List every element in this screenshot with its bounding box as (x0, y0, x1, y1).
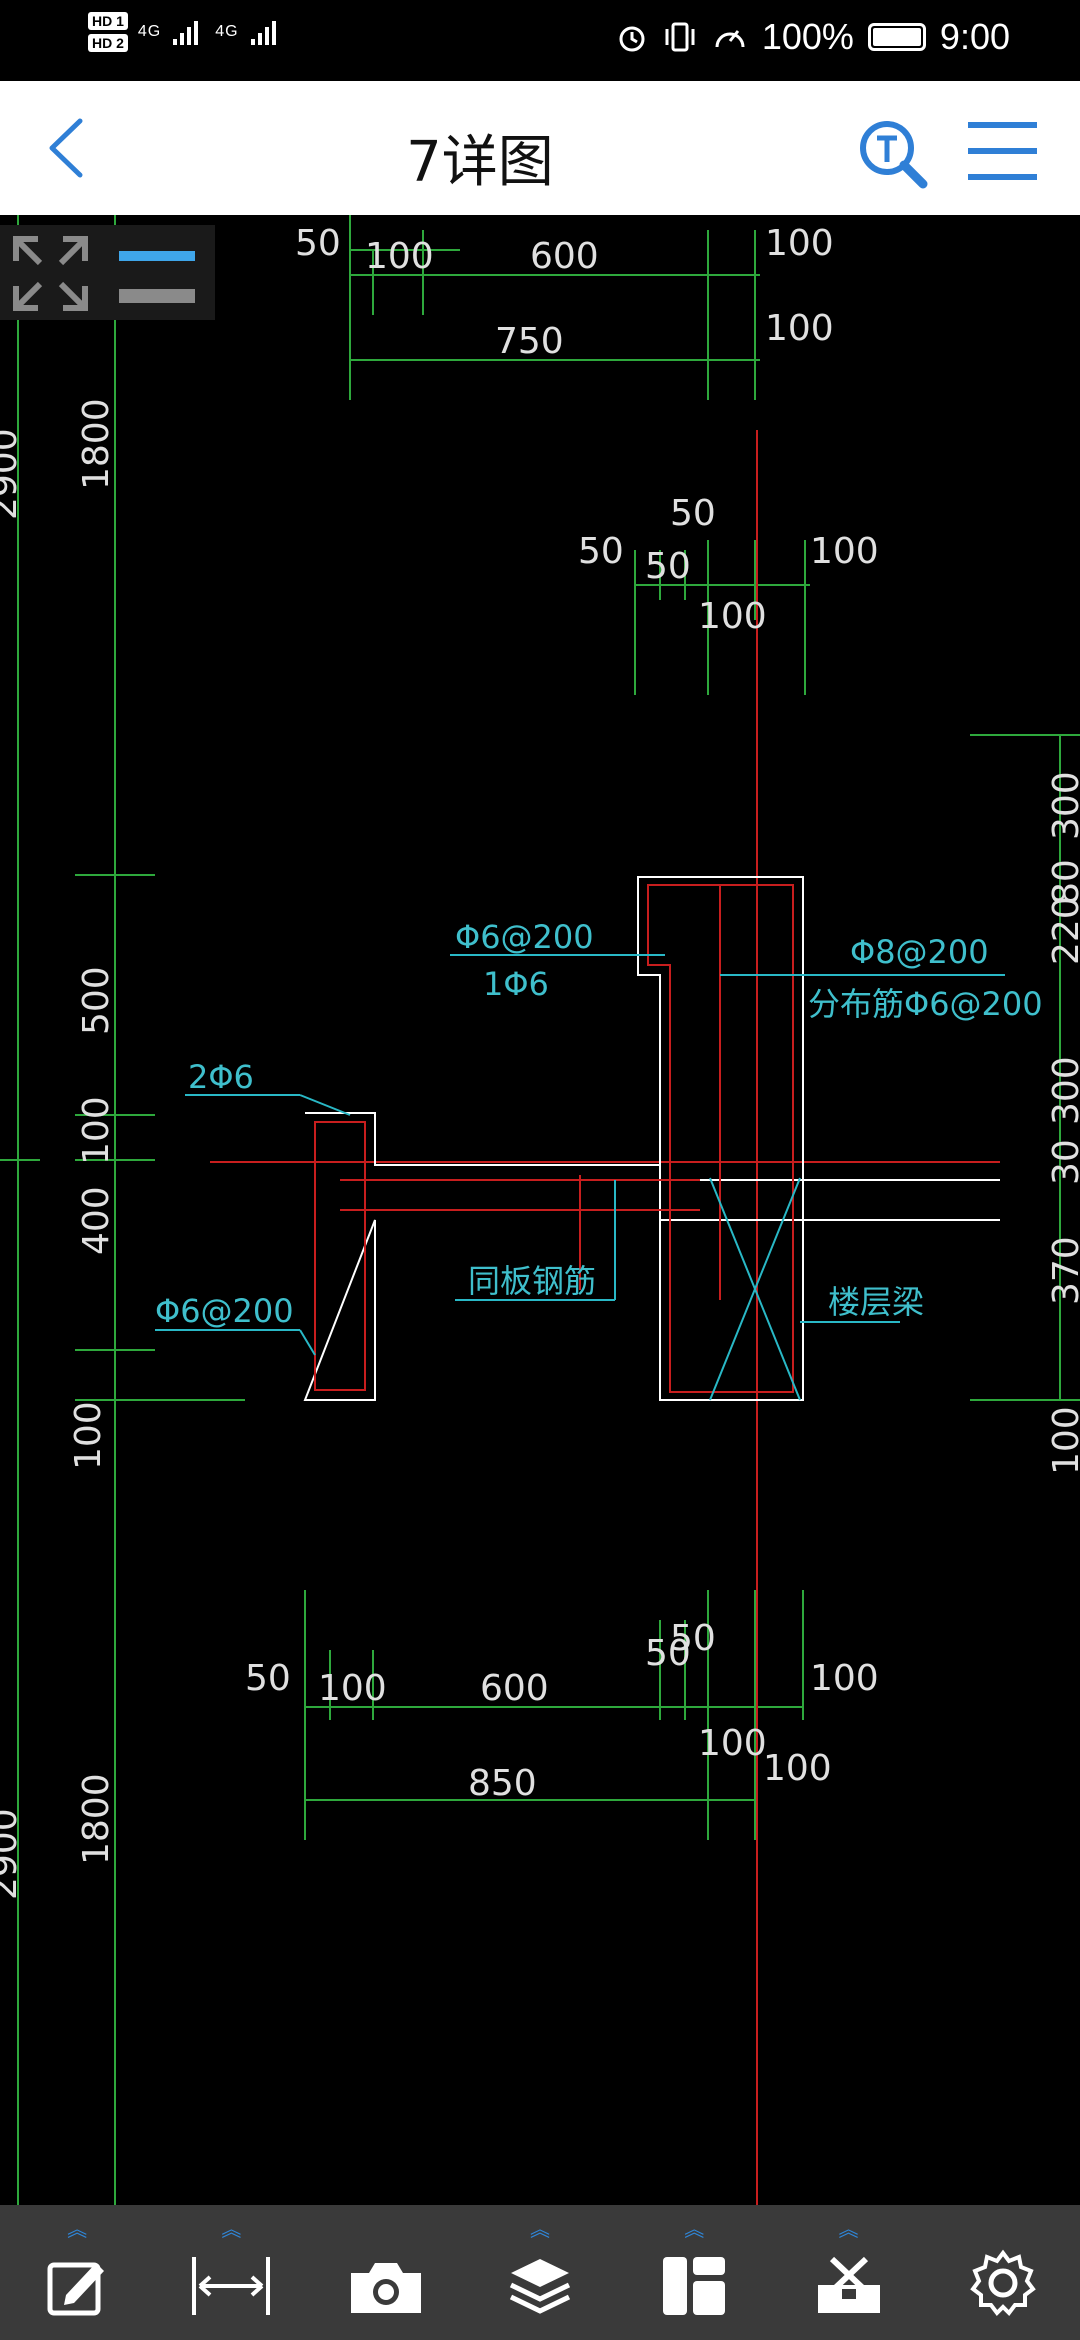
alarm-icon (619, 26, 645, 52)
signal1-label: 4G (137, 23, 162, 40)
signal-icon-2 (250, 21, 276, 45)
dim-right-300b: 300 (1046, 1056, 1080, 1125)
dim-mid-50c: 50 (645, 546, 691, 587)
camera-tool[interactable] (326, 2213, 446, 2333)
label-2phi6: 2Φ6 (188, 1058, 254, 1096)
hd2-badge: HD 2 (88, 34, 128, 52)
dim-left-2900a: 2900 (0, 428, 25, 520)
dim-top-50: 50 (295, 223, 341, 264)
label-phi6-200-top: Φ6@200 (455, 918, 594, 956)
dim-left-500: 500 (76, 966, 117, 1035)
leader-lines (155, 954, 1005, 1401)
label-floor-beam: 楼层梁 (828, 1283, 924, 1321)
signal2-label: 4G (215, 23, 239, 40)
dim-right-30: 30 (1046, 1139, 1080, 1185)
label-phi8-200: Φ8@200 (850, 933, 989, 971)
dim-bot-50b: 50 (645, 1633, 691, 1674)
line-weight-icon[interactable] (115, 241, 205, 311)
camera-icon (350, 2262, 421, 2313)
dim-top-100b: 100 (765, 223, 834, 264)
dim-bot-850: 850 (468, 1763, 537, 1804)
vertical-dimension-text: 1800 500 100 400 100 1800 2900 2900 300 … (0, 398, 1080, 1900)
label-same-slab: 同板钢筋 (468, 1262, 596, 1300)
dim-bot-600: 600 (480, 1668, 549, 1709)
dim-bot-100c: 100 (810, 1658, 879, 1699)
dim-left-400: 400 (76, 1186, 117, 1255)
label-distribution: 分布筋Φ6@200 (808, 985, 1043, 1023)
dim-right-80: 80 (1046, 859, 1080, 905)
expand-arrow-icon: ︽ (221, 2216, 242, 2241)
dim-bot-100d: 100 (763, 1748, 832, 1789)
label-1phi6: 1Φ6 (483, 965, 549, 1003)
dim-bot-50c: 50 (670, 1618, 716, 1659)
title-bar: 7详图 (0, 81, 1080, 215)
dim-right-100: 100 (1046, 1406, 1080, 1475)
page-title: 7详图 (406, 130, 554, 195)
dim-bot-50a: 50 (245, 1658, 291, 1699)
battery-percent: 100% (761, 16, 854, 57)
dim-right-300a: 300 (1046, 771, 1080, 840)
cad-drawing-canvas[interactable]: 50 100 600 100 750 100 50 50 50 100 100 … (0, 215, 1080, 2215)
dim-top-100c: 100 (765, 308, 834, 349)
dim-mid-50a: 50 (670, 493, 716, 534)
bottom-toolbar: ︽ ︽ ︽ ︽ ︽ (0, 2205, 1080, 2340)
layout-icon (663, 2256, 726, 2315)
layers-icon (509, 2258, 571, 2314)
expand-arrow-icon: ︽ (838, 2216, 859, 2241)
dim-top-750: 750 (495, 321, 564, 362)
dim-top-600: 600 (530, 236, 599, 277)
battery-icon (867, 23, 926, 51)
toolbox-tool[interactable]: ︽ (789, 2213, 909, 2333)
signal-group: HD 1 HD 2 4G 4G (88, 12, 283, 52)
fit-screen-icon[interactable] (8, 231, 93, 316)
dim-mid-100b: 100 (810, 531, 879, 572)
dim-right-220: 220 (1046, 896, 1080, 965)
text-search-icon[interactable] (855, 116, 930, 191)
dimension-text: 50 100 600 100 750 100 50 50 50 100 100 … (245, 223, 879, 1804)
dim-bot-100b: 100 (698, 1723, 767, 1764)
rebar-lines (314, 884, 794, 1393)
vibrate-icon (665, 22, 695, 52)
measure-tool[interactable]: ︽ (171, 2213, 291, 2333)
view-tools (0, 225, 215, 320)
dim-mid-100a: 100 (698, 596, 767, 637)
layers-tool[interactable]: ︽ (480, 2213, 600, 2333)
dim-left-100a: 100 (76, 1096, 117, 1165)
hd1-badge: HD 1 (88, 12, 128, 30)
annotation-labels: Φ6@200 1Φ6 Φ8@200 分布筋Φ6@200 2Φ6 Φ6@200 同… (155, 918, 1043, 1330)
speed-icon (715, 30, 745, 48)
settings-tool[interactable] (943, 2213, 1063, 2333)
expand-arrow-icon: ︽ (684, 2216, 705, 2241)
dim-left-1800a: 1800 (76, 398, 117, 490)
edit-tool[interactable]: ︽ (17, 2213, 137, 2333)
clock: 9:00 (939, 16, 1010, 57)
signal-icon (173, 21, 199, 45)
edit-icon (47, 2262, 105, 2315)
back-button[interactable] (40, 113, 100, 183)
status-right: 100% 9:00 (616, 16, 1010, 58)
status-bar: HD 1 HD 2 4G 4G 100% 9:00 (0, 0, 1080, 81)
dim-left-2900b: 2900 (0, 1808, 25, 1900)
expand-arrow-icon: ︽ (529, 2216, 550, 2241)
dim-mid-50b: 50 (578, 531, 624, 572)
gear-icon (970, 2249, 1036, 2316)
toolbox-icon (817, 2256, 880, 2313)
menu-icon[interactable] (965, 119, 1040, 183)
dimension-lines (0, 215, 1080, 2215)
measure-icon (192, 2256, 271, 2315)
expand-arrow-icon: ︽ (67, 2216, 88, 2241)
dim-left-100b: 100 (68, 1401, 109, 1470)
dim-left-1800b: 1800 (76, 1773, 117, 1865)
label-phi6-200-left: Φ6@200 (155, 1292, 294, 1330)
dim-bot-100a: 100 (318, 1668, 387, 1709)
layout-tool[interactable]: ︽ (634, 2213, 754, 2333)
section-outline (303, 876, 1000, 1401)
dim-right-370: 370 (1046, 1236, 1080, 1305)
dim-top-100: 100 (365, 236, 434, 277)
